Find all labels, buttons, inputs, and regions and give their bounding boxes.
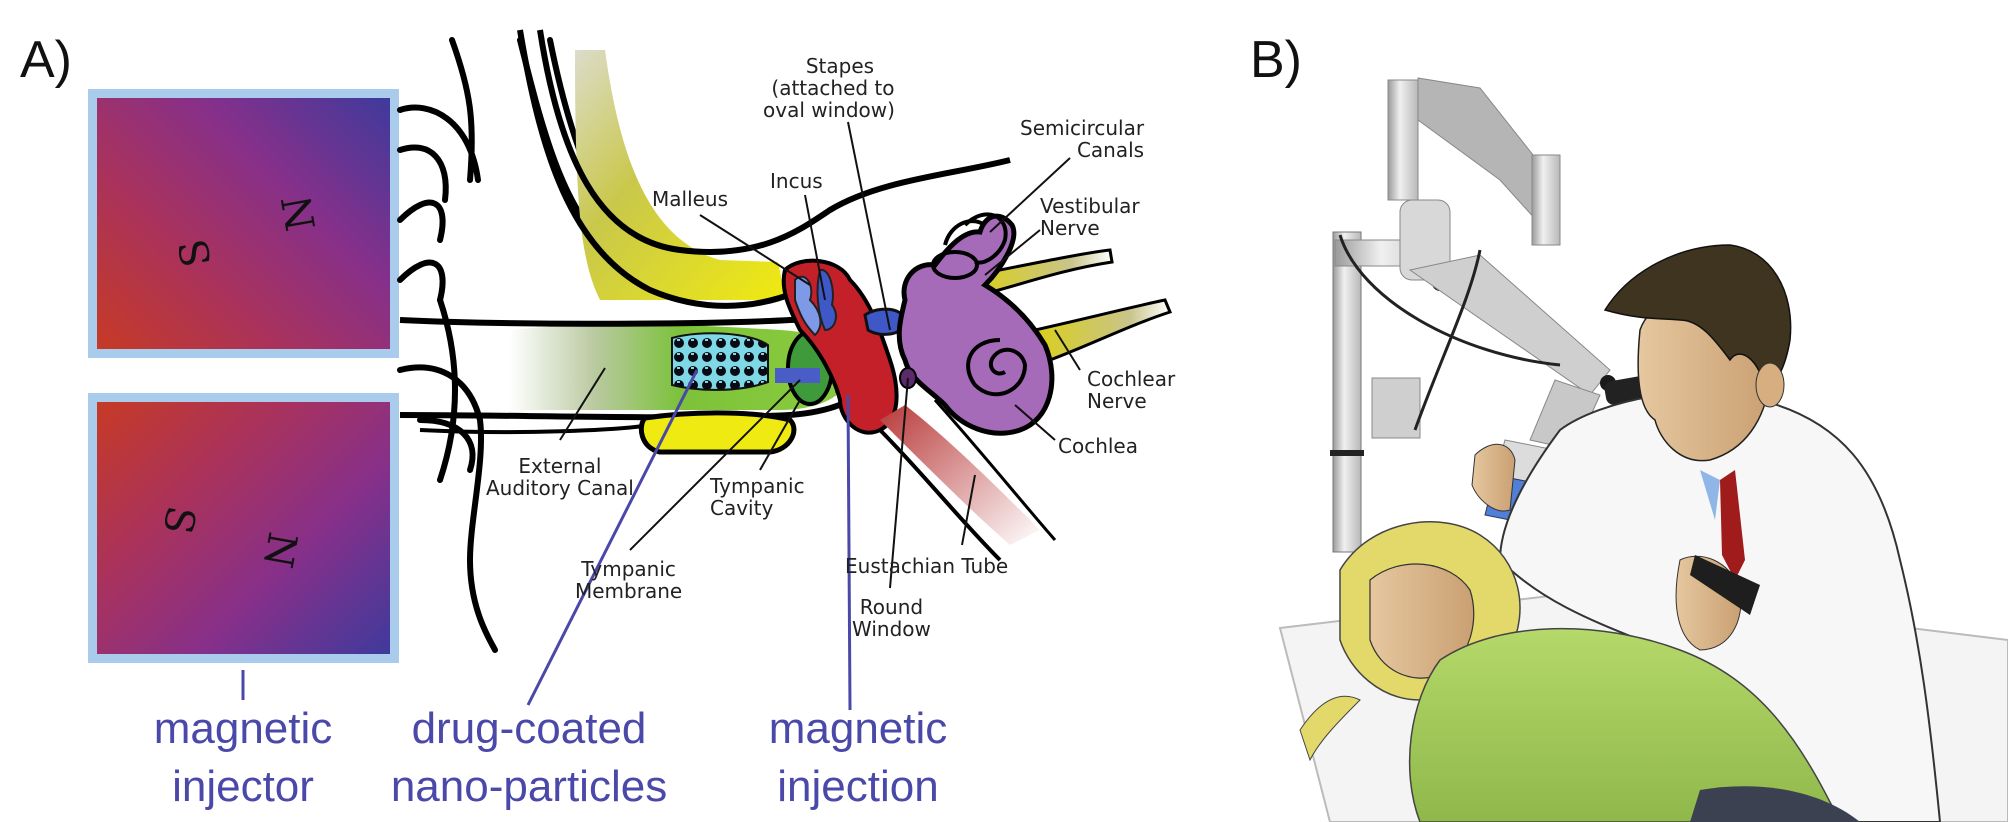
label-cochlear-nerve-line2: Nerve	[1087, 389, 1147, 413]
nanoparticle-cluster	[671, 332, 769, 391]
label-external-auditory-canal: External Auditory Canal	[486, 455, 634, 499]
pole-clamp	[1330, 450, 1364, 456]
otoscope	[1690, 555, 1760, 615]
top-magnet-fill	[97, 98, 390, 349]
microscope-pole	[1332, 231, 1362, 553]
label-tympanic-membrane-line2: Membrane	[575, 579, 683, 603]
callout-drug-coated-nanoparticles: drug-coated nano-particles	[384, 700, 674, 816]
label-tympanic-membrane: Tympanic Membrane	[575, 558, 682, 602]
label-tympanic-cavity: Tympanic Cavity	[710, 475, 805, 519]
particle-motion-arrow-shaft	[775, 368, 820, 383]
label-tympanic-membrane-line1: Tympanic	[581, 557, 676, 581]
vestibular-nerve	[973, 248, 1114, 297]
label-leader-lines	[559, 121, 1081, 589]
bottom-magnet-fill	[97, 402, 390, 654]
callout-injector-line2: injector	[172, 762, 314, 811]
label-semicircular-canals: Semicircular Canals	[1020, 117, 1144, 161]
label-tympanic-cavity-line1: Tympanic	[710, 474, 805, 498]
label-vestibular-line2: Nerve	[1040, 216, 1100, 240]
upper-column	[1387, 79, 1419, 201]
doctor-ear	[1755, 362, 1785, 408]
patient-hair-strand	[1299, 695, 1361, 762]
label-cochlea: Cochlea	[1058, 434, 1138, 458]
label-stapes: Stapes (attached to oval window)	[763, 54, 895, 121]
temporal-bone-lower	[638, 410, 797, 455]
cable-2	[1413, 249, 1482, 431]
callout-injection-line1: magnetic	[768, 704, 948, 753]
cochlea-spiral	[966, 338, 1028, 397]
patient-face	[1369, 563, 1475, 679]
label-stapes-line3: oval window)	[763, 98, 895, 122]
callout-injection-line2: injection	[777, 762, 939, 811]
doctor-shirt-collar	[1700, 470, 1720, 520]
patient-blanket	[1408, 627, 1841, 822]
cochlear-nerve	[1032, 298, 1173, 362]
top-magnet: S N	[88, 89, 399, 358]
semicircular-canal-lateral	[931, 250, 979, 280]
label-eustachian-tube: Eustachian Tube	[845, 554, 1009, 578]
bottom-magnet: S N	[88, 393, 399, 663]
callout-leader-lines	[241, 369, 852, 711]
eustachian-tube	[880, 405, 1040, 545]
label-round-window: Round Window	[852, 596, 931, 640]
arm-housing	[1371, 377, 1421, 439]
temporal-bone-upper	[575, 50, 786, 300]
label-cochlear-nerve: Cochlear Nerve	[1087, 368, 1175, 412]
callout-magnetic-injection: magnetic injection	[758, 700, 958, 816]
callout-injector-line1: magnetic	[153, 704, 333, 753]
cable	[1338, 234, 1561, 367]
semicircular-canal-superior	[963, 212, 1008, 265]
callout-particles-line1: drug-coated	[411, 704, 647, 753]
doctor-tie	[1720, 470, 1745, 580]
label-round-window-line2: Window	[852, 617, 931, 641]
label-semicircular-line2: Canals	[1076, 138, 1145, 162]
callout-magnetic-injector: magnetic injector	[143, 700, 343, 816]
label-vestibular-nerve: Vestibular Nerve	[1040, 195, 1140, 239]
label-malleus: Malleus	[652, 187, 729, 211]
label-incus: Incus	[770, 169, 823, 193]
label-cochlear-nerve-line1: Cochlear	[1087, 367, 1176, 391]
patient-pants	[1690, 786, 1860, 822]
label-stapes-line2: (attached to	[771, 76, 895, 100]
panel-b-label: B)	[1250, 31, 1302, 89]
label-external-line1: External	[518, 454, 602, 478]
label-tympanic-cavity-line2: Cavity	[710, 496, 774, 520]
right-column	[1531, 154, 1561, 246]
label-vestibular-line1: Vestibular	[1040, 194, 1140, 218]
panel-a-label: A)	[20, 31, 72, 89]
label-round-window-line1: Round	[859, 595, 924, 619]
microscope-arm	[1408, 254, 1611, 396]
label-stapes-line1: Stapes	[805, 54, 875, 78]
label-semicircular-line1: Semicircular	[1020, 116, 1145, 140]
callout-particles-line2: nano-particles	[390, 762, 668, 811]
doctor-left-hand	[1471, 443, 1516, 512]
label-external-line2: Auditory Canal	[486, 476, 634, 500]
